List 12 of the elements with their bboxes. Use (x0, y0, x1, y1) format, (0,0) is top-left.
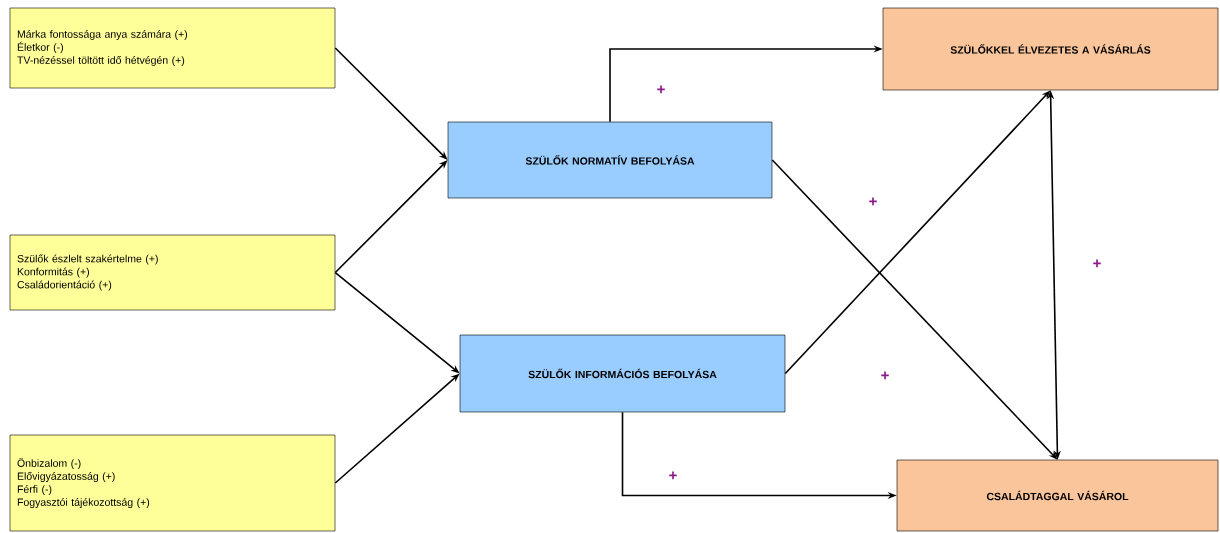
edge-label: + (1093, 259, 1101, 268)
outcome-box: CSALÁDTAGGAL VÁSÁROL (896, 459, 1219, 532)
construct-box: SZÜLŐK INFORMÁCIÓS BEFOLYÁSA (459, 334, 786, 413)
edge-label: + (881, 371, 889, 380)
edge-label: + (669, 471, 677, 480)
construct-box: SZÜLŐK NORMATÍV BEFOLYÁSA (447, 121, 773, 199)
factor-box: Önbizalom (-) Elővigyázatosság (+) Férfi (-) Fogyasztói tájékozottság (+) (9, 434, 336, 532)
factor-box: Márka fontossága anya számára (+) Életkor (-) TV-nézéssel töltött idő hétvégén (+) (9, 7, 336, 89)
edge-label: + (869, 197, 877, 206)
outcome-box: SZÜLŐKKEL ÉLVEZETES A VÁSÁRLÁS (882, 7, 1219, 91)
factor-box: Szülők észlelt szakértelme (+) Konformitás (+) Családorientáció (+) (9, 234, 336, 311)
edge-label: + (657, 85, 665, 94)
